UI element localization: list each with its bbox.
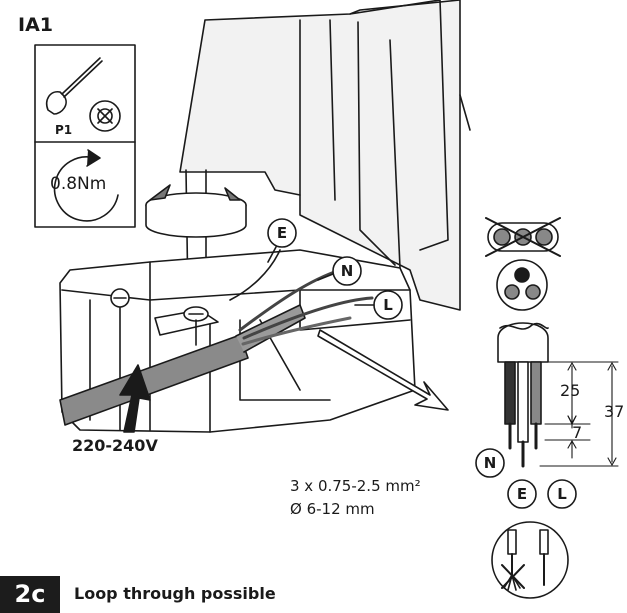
earth-terminal-label: E <box>276 224 288 242</box>
detail-live-circle <box>547 479 577 509</box>
tool-panel <box>34 44 136 228</box>
no-flat-cable-icon <box>485 217 561 257</box>
stripped-cable-detail <box>497 322 549 468</box>
wire-strip-dimension: 7 <box>572 423 583 442</box>
detail-live-label: L <box>557 485 567 503</box>
terminal-screw <box>183 306 209 346</box>
total-length-dimension: 37 <box>604 402 625 421</box>
section-caption: Loop through possible <box>74 584 276 603</box>
dimension-lines <box>539 361 619 467</box>
detail-neutral-label: N <box>483 454 497 472</box>
cable-entry-arrow <box>119 364 151 433</box>
cable-diameter: Ø 6-12 mm <box>290 500 375 518</box>
supply-cable <box>59 249 374 426</box>
detail-arrow <box>317 329 449 411</box>
no-pozidriv-icon <box>89 100 121 132</box>
detail-earth-label: E <box>516 485 528 503</box>
figure-ref-code: IA1 <box>18 14 53 36</box>
live-terminal-label: L <box>383 296 393 314</box>
section-number-badge: 2c <box>0 576 60 613</box>
neutral-terminal-label: N <box>340 262 354 280</box>
no-stranded-wire-icon <box>491 521 569 599</box>
tool-label: P1 <box>55 123 73 137</box>
strip-length-dimension: 25 <box>560 381 581 400</box>
round-cable-icon <box>496 259 548 311</box>
detail-neutral-circle <box>475 448 505 478</box>
rotation-arrow-icon <box>53 149 119 222</box>
neutral-label-circle <box>332 256 362 286</box>
housing-cover <box>179 0 471 311</box>
torque-value: 0.8Nm <box>50 174 107 194</box>
screwdriver-icon <box>45 57 103 115</box>
earth-label-circle <box>267 218 297 248</box>
detail-earth-circle <box>507 479 537 509</box>
cable-cross-section: 3 x 0.75-2.5 mm² <box>290 477 421 495</box>
voltage-label: 220-240V <box>72 436 158 455</box>
